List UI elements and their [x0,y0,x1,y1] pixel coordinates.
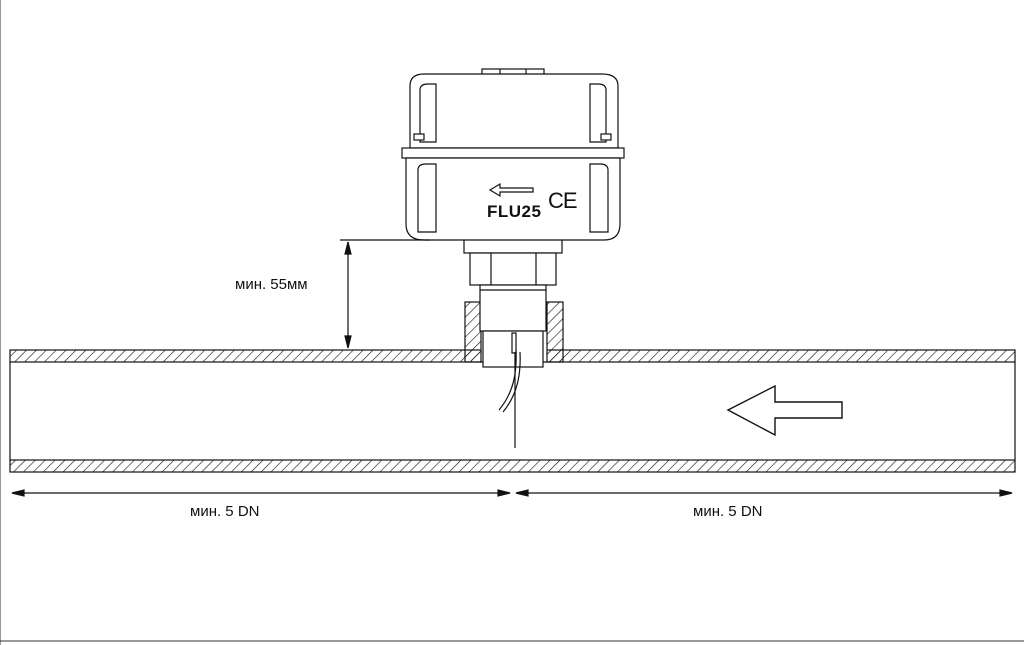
height-dimension [340,239,430,349]
arrow-left-icon [488,182,534,198]
min-height-label: мин. 55мм [235,276,308,293]
ce-mark: CE [548,188,577,213]
flow-paddle [498,332,521,448]
min-downstream-label: мин. 5 DN [693,503,763,520]
flow-direction-icon [726,384,843,437]
device-housing [401,68,625,241]
device-model-label: FLU25 [487,202,541,221]
hex-fitting [463,238,563,368]
length-dimensions [11,489,1013,497]
min-upstream-label: мин. 5 DN [190,503,260,520]
